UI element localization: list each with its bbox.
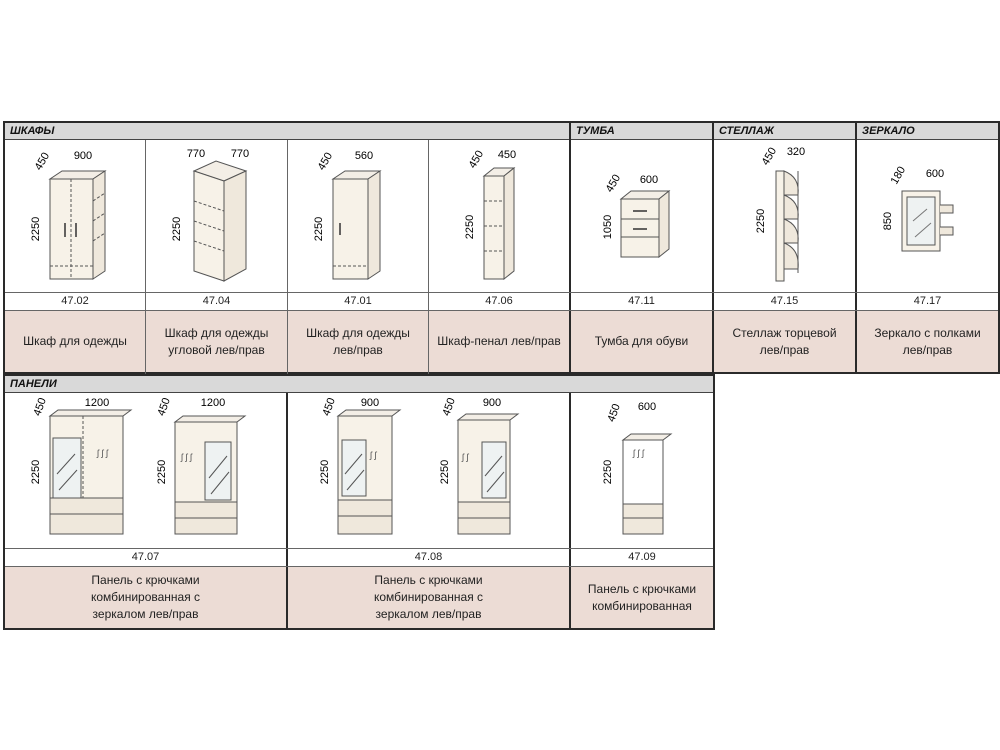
dimension-label: 450	[498, 149, 516, 161]
divider	[287, 140, 288, 374]
item-description: Зеркало с полками лев/прав	[857, 311, 998, 372]
panel-drawing: ʃ ʃ ʃ 450 600 2250	[602, 401, 673, 535]
svg-text:ʃ ʃ ʃ: ʃ ʃ ʃ	[180, 452, 193, 462]
item-description: Шкаф для одежды лев/прав	[288, 311, 428, 372]
dimension-label: 600	[640, 174, 658, 186]
dimension-label: 180	[889, 165, 909, 187]
pencil-case-drawing: 450 450 2250	[464, 149, 516, 281]
dimension-label: 600	[926, 168, 944, 180]
item-description: Панель с крючками комбинированная с зерк…	[288, 567, 569, 628]
item-description: Стеллаж торцевой лев/прав	[714, 311, 855, 372]
item-code: 47.07	[131, 551, 160, 563]
dimension-label: 450	[605, 402, 623, 423]
item-code: 47.17	[913, 295, 942, 307]
divider	[569, 393, 571, 630]
dimension-label: 2250	[439, 460, 451, 484]
dimension-label: 450	[316, 151, 336, 173]
dimension-label: 2250	[319, 460, 331, 484]
dimension-label: 450	[467, 149, 487, 171]
item-code: 47.01	[344, 295, 372, 307]
svg-text:ʃ ʃ: ʃ ʃ	[369, 450, 378, 460]
item-code: 47.06	[485, 295, 513, 307]
wardrobe-drawing: 450 900 2250	[30, 150, 107, 280]
dimension-label: 900	[483, 397, 501, 409]
item-code: 47.09	[628, 551, 656, 563]
dimension-label: 900	[74, 150, 92, 162]
dimension-label: 900	[361, 397, 379, 409]
section-header-wardrobes: ШКАФЫ	[5, 123, 569, 140]
end-shelf-drawing: 450 320 2250	[755, 146, 805, 282]
dimension-label: 2250	[156, 460, 168, 484]
item-description: Шкаф для одежды угловой лев/прав	[146, 311, 287, 372]
dimension-label: 2250	[30, 217, 42, 241]
section-header-mirror: ЗЕРКАЛО	[857, 123, 998, 140]
dimension-label: 450	[33, 151, 53, 173]
dimension-label: 1200	[201, 397, 225, 409]
item-code: 47.04	[202, 295, 231, 307]
dimension-label: 2250	[171, 217, 183, 241]
item-code: 47.15	[770, 295, 799, 307]
dimension-label: 450	[155, 396, 173, 417]
item-code: 47.11	[628, 295, 655, 307]
dimension-label: 2250	[30, 460, 42, 484]
dimension-label: 450	[31, 396, 49, 417]
section-header-cabinet: ТУМБА	[571, 123, 712, 140]
divider	[855, 121, 857, 374]
mirror-shelves-drawing: 180 600 850	[882, 165, 954, 252]
dimension-label: 770	[231, 148, 249, 160]
divider	[5, 310, 998, 311]
divider	[5, 548, 713, 549]
dimension-label: 2250	[602, 460, 614, 484]
section-header-shelf: СТЕЛЛАЖ	[714, 123, 855, 140]
dimension-label: 320	[787, 146, 805, 158]
divider	[712, 121, 714, 374]
item-description: Шкаф-пенал лев/прав	[429, 311, 569, 372]
panel-combined-drawing: ʃ ʃ ʃ ʃ ʃ ʃ 450 1200 2250 450 1200 2250	[30, 396, 247, 535]
dimension-label: 450	[760, 146, 780, 168]
dimension-label: 1050	[602, 215, 614, 239]
item-code: 47.08	[414, 551, 443, 563]
divider	[569, 121, 571, 374]
item-code: 47.02	[61, 295, 89, 307]
divider	[428, 140, 429, 374]
dimension-label: 450	[604, 173, 624, 195]
divider	[145, 140, 146, 374]
dimension-label: 560	[355, 150, 373, 162]
section-header-panels: ПАНЕЛИ	[5, 376, 713, 393]
svg-text:ʃ ʃ ʃ: ʃ ʃ ʃ	[632, 448, 645, 458]
shoe-cabinet-drawing: 450 600 1050	[602, 173, 671, 259]
divider	[5, 566, 713, 567]
divider	[5, 292, 998, 293]
corner-wardrobe-drawing: 770 770 2250	[171, 148, 249, 282]
dimension-label: 1200	[85, 397, 109, 409]
item-description: Тумба для обуви	[571, 311, 712, 372]
panels-table	[3, 374, 715, 630]
panel-combined-drawing: ʃ ʃ ʃ ʃ 450 900 2250 450 900 2250	[319, 396, 520, 535]
dimension-label: 2250	[755, 209, 767, 233]
dimension-label: 450	[440, 396, 458, 417]
divider	[286, 393, 288, 630]
item-description: Панель с крючками комбинированная с зерк…	[5, 567, 286, 628]
top-table	[3, 121, 1000, 374]
svg-text:ʃ ʃ: ʃ ʃ	[461, 452, 470, 462]
dimension-label: 600	[638, 401, 656, 413]
dimension-label: 2250	[313, 217, 325, 241]
dimension-label: 2250	[464, 215, 476, 239]
dimension-label: 850	[882, 212, 894, 230]
svg-text:ʃ ʃ ʃ: ʃ ʃ ʃ	[96, 448, 109, 458]
wardrobe-drawing: 450 560 2250	[313, 150, 382, 280]
item-description: Шкаф для одежды	[5, 311, 145, 372]
dimension-label: 770	[187, 148, 205, 160]
dimension-label: 450	[320, 396, 338, 417]
item-description: Панель с крючками комбинированная	[571, 567, 713, 628]
